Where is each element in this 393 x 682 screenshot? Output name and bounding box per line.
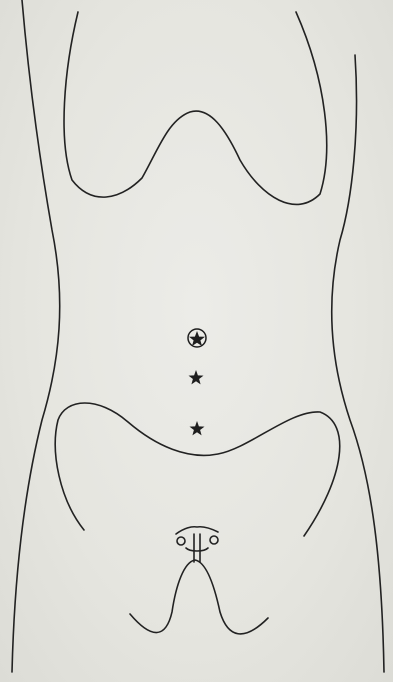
left-body-contour — [12, 0, 60, 672]
coccyx-base — [186, 548, 208, 551]
pubic-arch — [130, 560, 268, 634]
marker-star-lower — [190, 421, 205, 435]
marker-star-middle — [189, 370, 204, 384]
right-curl — [210, 536, 218, 544]
left-curl — [177, 537, 185, 545]
right-body-contour — [332, 55, 384, 672]
rib-cage-outline — [64, 12, 327, 204]
marker-circled-star — [188, 329, 206, 347]
